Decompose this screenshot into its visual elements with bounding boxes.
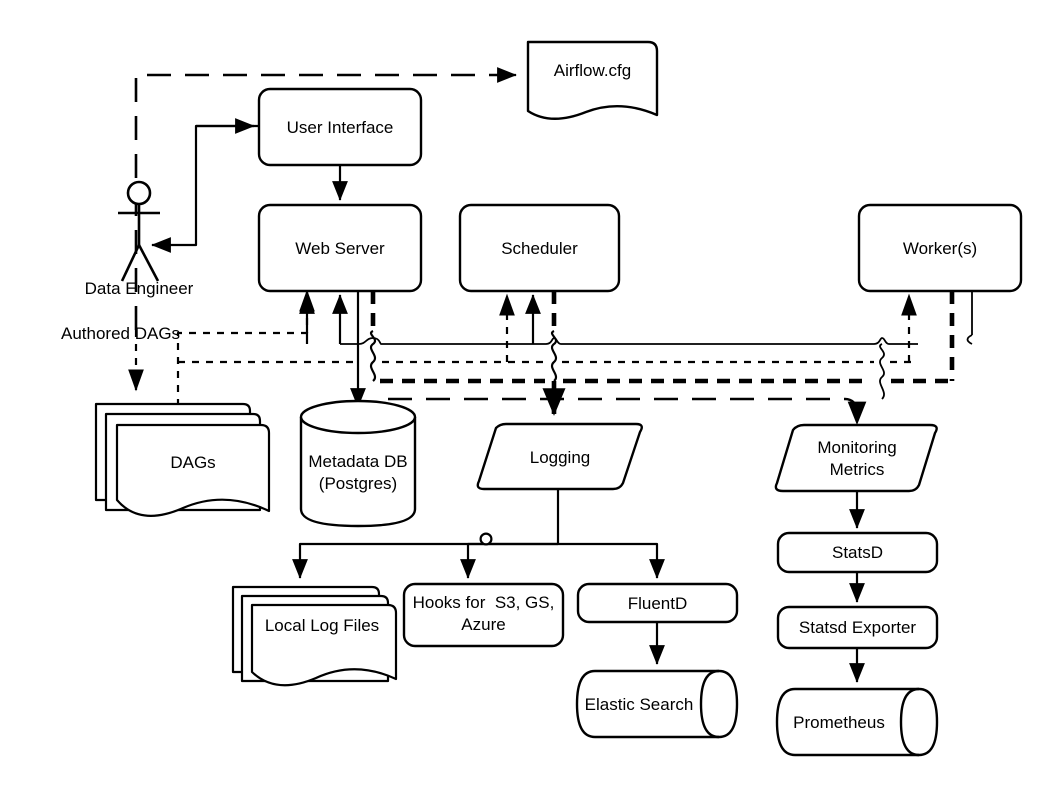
node-scheduler[interactable] xyxy=(458,203,621,293)
node-fluentd[interactable] xyxy=(576,582,739,624)
vertical-bold-dashed-scheduler xyxy=(542,291,566,416)
node-monitoring-metrics[interactable] xyxy=(774,423,938,493)
node-logging[interactable] xyxy=(476,422,643,491)
node-prometheus[interactable] xyxy=(775,687,939,757)
vertical-worker-outflow xyxy=(879,291,973,400)
vertical-bold-dashed-web-server xyxy=(369,291,377,382)
node-hooks[interactable] xyxy=(402,582,565,648)
authored-dags-label: Authored DAGs xyxy=(61,324,181,343)
edge-config-to-airflowcfg xyxy=(134,67,517,330)
edge-worker-to-monitoring xyxy=(844,397,867,426)
node-data-engineer[interactable] xyxy=(118,180,160,282)
edge-authored-dags-to-web-server xyxy=(176,289,315,420)
node-user-interface[interactable] xyxy=(257,87,423,167)
node-elastic-search[interactable] xyxy=(575,669,739,739)
node-airflow-cfg[interactable] xyxy=(526,40,659,120)
node-statsd-exporter[interactable] xyxy=(776,605,939,650)
edge-logging-fanout xyxy=(292,490,665,579)
node-local-log-files[interactable] xyxy=(231,585,398,687)
node-web-server[interactable] xyxy=(257,203,423,293)
node-statsd[interactable] xyxy=(776,531,939,574)
bus-solid-line xyxy=(340,337,918,345)
node-metadata-db[interactable] xyxy=(299,399,417,528)
node-workers[interactable] xyxy=(857,203,1023,293)
node-dags[interactable] xyxy=(94,402,271,517)
edge-ui-to-data-engineer xyxy=(151,124,258,253)
